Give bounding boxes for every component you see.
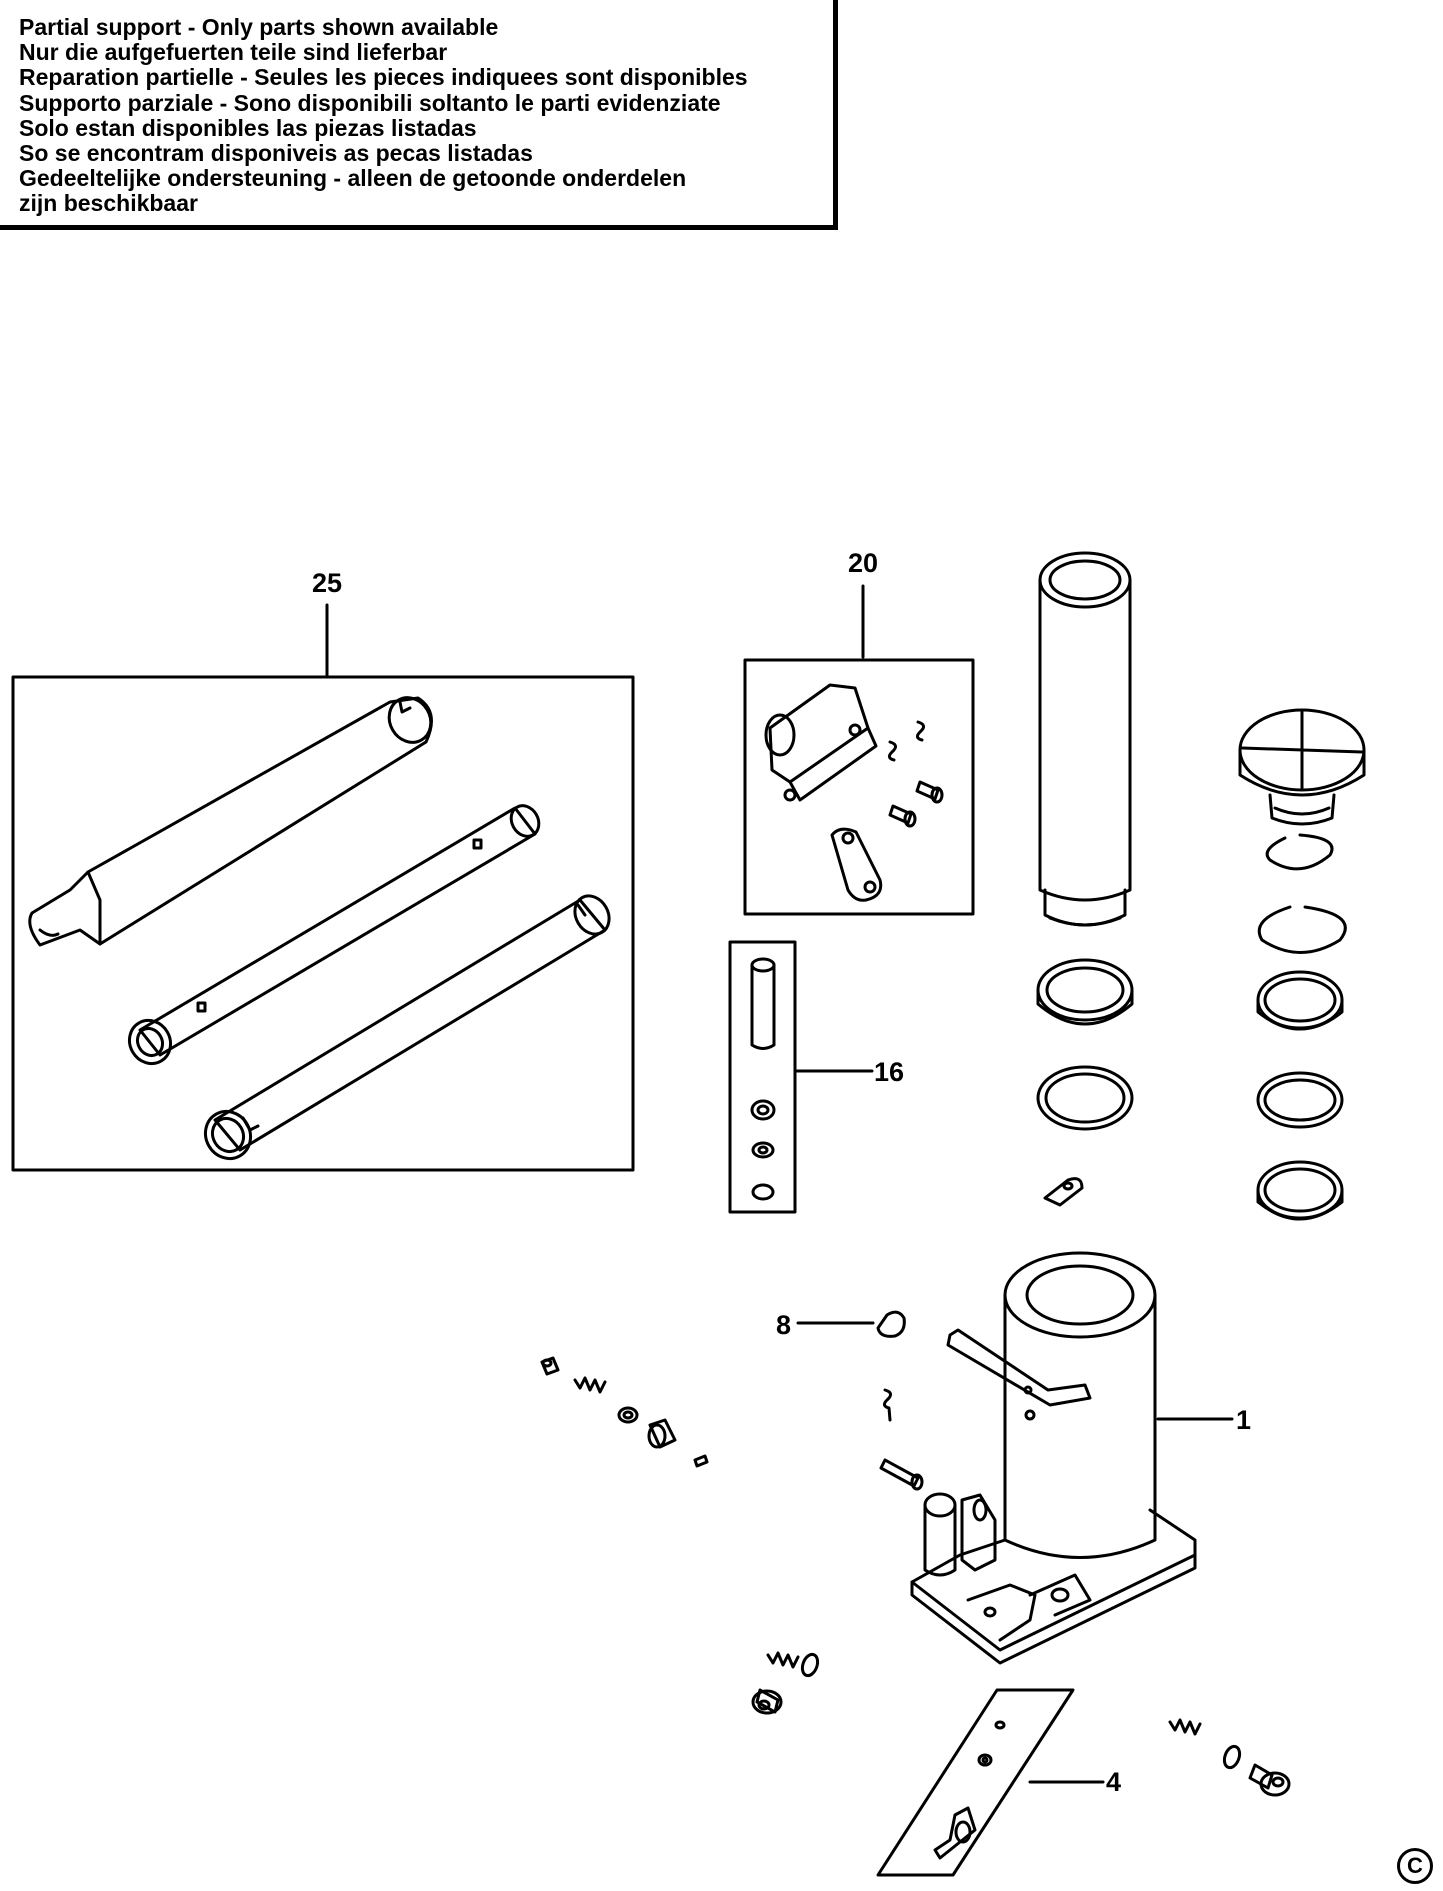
valve-kit-box	[876, 1688, 1075, 1877]
handle-tube-top	[28, 696, 433, 947]
plug-part-8	[876, 1310, 906, 1338]
handle-tube-middle	[127, 804, 541, 1066]
callout-label-4: 4	[1106, 1767, 1121, 1797]
pump-piston	[750, 957, 776, 1050]
handle-tube-bottom	[203, 894, 611, 1161]
ram-seals-right	[1256, 833, 1347, 1221]
piston-seals	[750, 1099, 776, 1201]
valve-kit-parts	[933, 1720, 1006, 1860]
copyright-mark: C	[1397, 1848, 1433, 1884]
notice-line-nl-cont: zijn beschikbaar	[19, 190, 198, 217]
callout-1: 1	[1156, 1405, 1251, 1435]
callout-8: 8	[776, 1310, 875, 1340]
jack-body	[910, 1251, 1197, 1665]
partial-support-notice: Partial support - Only parts shown avail…	[0, 0, 838, 230]
ram-seals-left	[1036, 958, 1134, 1131]
callout-label-1: 1	[1236, 1405, 1251, 1435]
screw-cap	[1238, 708, 1366, 826]
callout-4: 4	[1028, 1767, 1121, 1797]
linkage-plate	[830, 827, 883, 902]
overload-valve-components	[751, 1651, 820, 1715]
release-valve-components	[540, 1356, 709, 1468]
jack-split-pin	[882, 1388, 892, 1422]
handle-kit-box	[11, 675, 635, 1172]
piston-kit-box	[728, 940, 797, 1214]
carry-handle	[946, 1328, 1092, 1407]
jack-pivot-pin	[879, 1458, 924, 1491]
release-valve-tab	[1043, 1177, 1084, 1207]
notice-line-nl: Gedeeltelijke ondersteuning - alleen de …	[19, 165, 687, 192]
pump-socket	[923, 1492, 997, 1577]
notice-line-de: Nur die aufgefuerten teile sind lieferba…	[19, 39, 448, 66]
linkage-pins	[888, 780, 944, 828]
notice-line-pt: So se encontram disponiveis as pecas lis…	[19, 140, 533, 167]
linkage-kit-box	[743, 658, 975, 916]
valve-components-right	[1168, 1718, 1291, 1797]
base-bracket	[966, 1573, 1092, 1642]
callout-16: 16	[795, 1057, 904, 1087]
callout-label-25: 25	[312, 568, 342, 598]
callout-label-16: 16	[874, 1057, 904, 1087]
callout-label-20: 20	[848, 548, 878, 578]
notice-line-it: Supporto parziale - Sono disponibili sol…	[19, 89, 721, 116]
notice-line-en: Partial support - Only parts shown avail…	[19, 14, 499, 40]
notice-line-fr: Reparation partielle - Seules les pieces…	[19, 64, 748, 91]
linkage-split-pins	[887, 720, 925, 762]
ram-cylinder	[1038, 551, 1132, 927]
notice-line-es: Solo estan disponibles las piezas listad…	[19, 114, 477, 141]
pump-lever-bracket	[764, 683, 878, 802]
callout-label-8: 8	[776, 1310, 791, 1340]
callout-20: 20	[848, 548, 878, 659]
callout-25: 25	[312, 568, 342, 678]
